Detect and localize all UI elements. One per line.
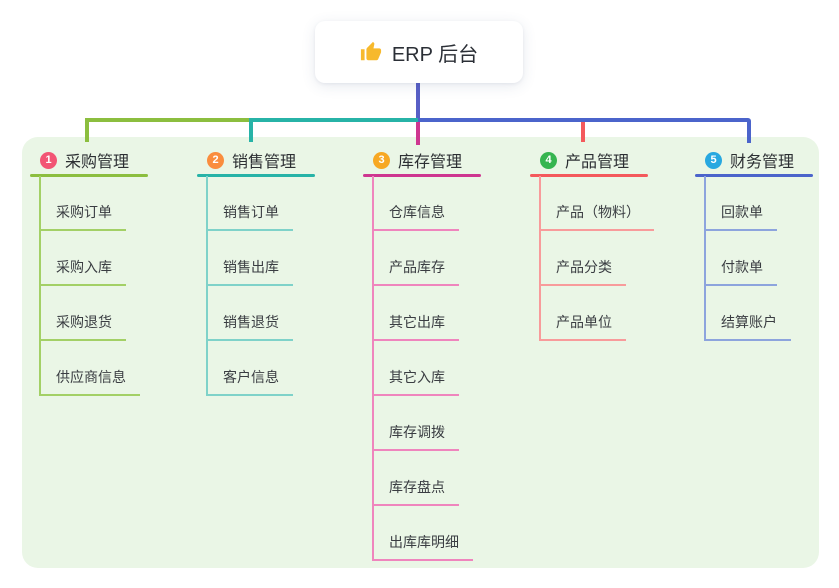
- branch-underline: [695, 174, 813, 177]
- child-node[interactable]: 产品库存: [372, 258, 459, 286]
- children-connector-line: [704, 176, 706, 341]
- branch-node-finance[interactable]: 5 财务管理: [705, 149, 794, 171]
- branch-label: 采购管理: [65, 154, 130, 171]
- connector-branch2-horizontal: [249, 118, 418, 122]
- child-node[interactable]: 采购退货: [39, 313, 126, 341]
- connector-branch1-drop: [85, 118, 89, 142]
- child-node[interactable]: 付款单: [704, 258, 777, 286]
- branch-node-product[interactable]: 4 产品管理: [540, 149, 629, 171]
- branch-number-badge: 4: [540, 151, 557, 169]
- branch-underline: [530, 174, 648, 177]
- branch-number-badge: 5: [705, 151, 722, 169]
- branch-node-inventory[interactable]: 3 库存管理: [373, 149, 462, 171]
- child-node[interactable]: 回款单: [704, 203, 777, 231]
- children-connector-line: [372, 176, 374, 561]
- thumbs-up-icon: [360, 41, 382, 63]
- root-node-label: ERP 后台: [391, 43, 479, 66]
- child-node[interactable]: 销售订单: [206, 203, 293, 231]
- branch-label: 财务管理: [730, 154, 795, 171]
- connector-branch3-drop: [416, 122, 420, 145]
- child-node[interactable]: 出库库明细: [372, 533, 473, 561]
- branch-label: 销售管理: [232, 154, 297, 171]
- child-node[interactable]: 结算账户: [704, 313, 791, 341]
- connector-branch5-drop: [747, 122, 751, 143]
- child-node[interactable]: 产品单位: [539, 313, 626, 341]
- child-node[interactable]: 客户信息: [206, 368, 293, 396]
- branch-label: 产品管理: [565, 154, 630, 171]
- branch-underline: [363, 174, 481, 177]
- branch-number-badge: 3: [373, 151, 390, 169]
- child-node[interactable]: 采购订单: [39, 203, 126, 231]
- child-node[interactable]: 销售出库: [206, 258, 293, 286]
- branch-label: 库存管理: [398, 154, 463, 171]
- branch-number-badge: 2: [207, 151, 224, 169]
- child-node[interactable]: 其它入库: [372, 368, 459, 396]
- child-node[interactable]: 产品分类: [539, 258, 626, 286]
- children-connector-line: [206, 176, 208, 396]
- connector-branch1-horizontal: [85, 118, 252, 122]
- connector-branch4-drop: [581, 122, 585, 142]
- connector-root-vertical: [416, 82, 420, 122]
- child-node[interactable]: 库存调拨: [372, 423, 459, 451]
- branch-underline: [30, 174, 148, 177]
- child-node[interactable]: 销售退货: [206, 313, 293, 341]
- connector-branch2-drop: [249, 118, 253, 142]
- branch-node-sales[interactable]: 2 销售管理: [207, 149, 296, 171]
- branch-number-badge: 1: [40, 151, 57, 169]
- branch-underline: [197, 174, 315, 177]
- children-connector-line: [539, 176, 541, 341]
- connector-branch5-horizontal: [418, 118, 751, 122]
- child-node[interactable]: 产品（物料）: [539, 203, 654, 231]
- root-node[interactable]: ERP 后台: [315, 21, 523, 83]
- child-node[interactable]: 采购入库: [39, 258, 126, 286]
- branch-node-purchase[interactable]: 1 采购管理: [40, 149, 129, 171]
- branches-panel: [22, 137, 819, 568]
- children-connector-line: [39, 176, 41, 396]
- child-node[interactable]: 其它出库: [372, 313, 459, 341]
- child-node[interactable]: 仓库信息: [372, 203, 459, 231]
- child-node[interactable]: 库存盘点: [372, 478, 459, 506]
- child-node[interactable]: 供应商信息: [39, 368, 140, 396]
